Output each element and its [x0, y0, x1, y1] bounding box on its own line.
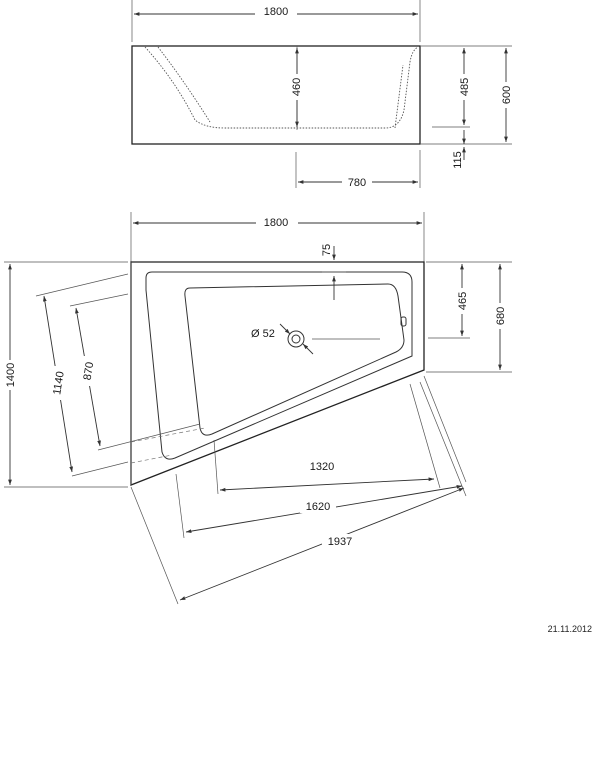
side-tub-outline	[131, 45, 421, 145]
top-right-edge-label: 465	[457, 292, 469, 310]
top-rim-outline	[145, 271, 413, 460]
side-rim-height-label: 485	[459, 78, 471, 96]
side-inner-depth-label: 460	[291, 78, 303, 96]
top-rim-offset-label: 75	[321, 244, 333, 256]
side-view: 1800 460 485 600 115 780	[131, 0, 513, 189]
side-base-length-label: 780	[348, 177, 366, 189]
side-base-height-label: 115	[452, 151, 464, 169]
top-total-depth-label: 1400	[5, 363, 17, 387]
top-basin-outline	[184, 283, 405, 436]
side-total-height-label: 600	[501, 86, 513, 104]
side-width-label: 1800	[264, 6, 288, 18]
top-diag-inner-label: 870	[82, 361, 97, 381]
side-inner-profile	[144, 46, 419, 129]
top-front-mid-label: 1620	[306, 501, 330, 513]
top-drain-label: Ø 52	[251, 328, 275, 340]
top-overflow	[400, 316, 407, 327]
top-view: 1800 Ø 52 75 465 680	[3, 212, 512, 605]
top-drain	[287, 330, 305, 348]
top-width-label: 1800	[264, 217, 288, 229]
date-stamp: 21.11.2012	[547, 624, 592, 634]
top-front-inner-label: 1320	[310, 461, 334, 473]
top-right-height-label: 680	[495, 307, 507, 325]
top-diag-outer-label: 1140	[51, 371, 67, 396]
top-tub-outline	[130, 261, 425, 486]
top-front-outer-label: 1937	[328, 536, 352, 548]
